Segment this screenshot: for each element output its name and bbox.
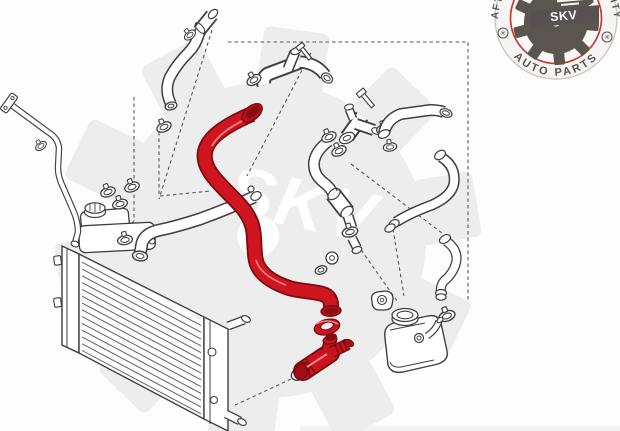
small-flange [325,251,339,265]
radiator-right-tank [203,315,229,431]
upper-hose [153,8,219,135]
radiator-lower-stub [223,409,247,427]
highlighted-red-t-connector [293,333,355,381]
radiator-fins [82,258,201,415]
expansion-tank [384,307,448,374]
s-hose-upper [384,149,460,233]
bolt [295,41,313,61]
svg-text:✳: ✳ [604,34,610,42]
tank-flange [370,290,394,311]
guide-line [232,378,292,407]
guide-line [159,190,212,197]
three-way-connector [242,41,334,89]
guide-line [392,228,405,297]
badge-right-star-icon: ✳ [601,31,613,43]
svg-text:✳: ✳ [500,30,506,38]
radiator-left-tank [61,244,80,355]
badge-skv-text: SKV [549,8,577,24]
small-reservoir [78,202,157,254]
highlighted-red-clamp [313,318,341,336]
branch-hose [97,175,262,262]
brand-badge: SKV AFTERMARKET QUALITY AUTO PARTS ✳ ✳ [490,0,620,80]
o-ring-seal [314,265,328,275]
center-hose-assembly [307,125,363,275]
bottom-strip [300,426,620,431]
metal-coolant-pipe [0,92,82,248]
elbow-hose [377,103,453,139]
badge-left-star-icon: ✳ [497,27,509,39]
bolt [355,87,376,109]
thermostat-fitting [338,87,398,153]
badge-banner: SKV [530,5,599,28]
guide-line [228,41,469,302]
highlighted-red-hose [196,102,342,317]
radiator-upper-stub [226,315,251,331]
radiator [53,244,251,431]
tank-filler-cap [391,307,419,327]
pipe-flange [0,92,18,114]
s-hose-lower [370,233,462,325]
